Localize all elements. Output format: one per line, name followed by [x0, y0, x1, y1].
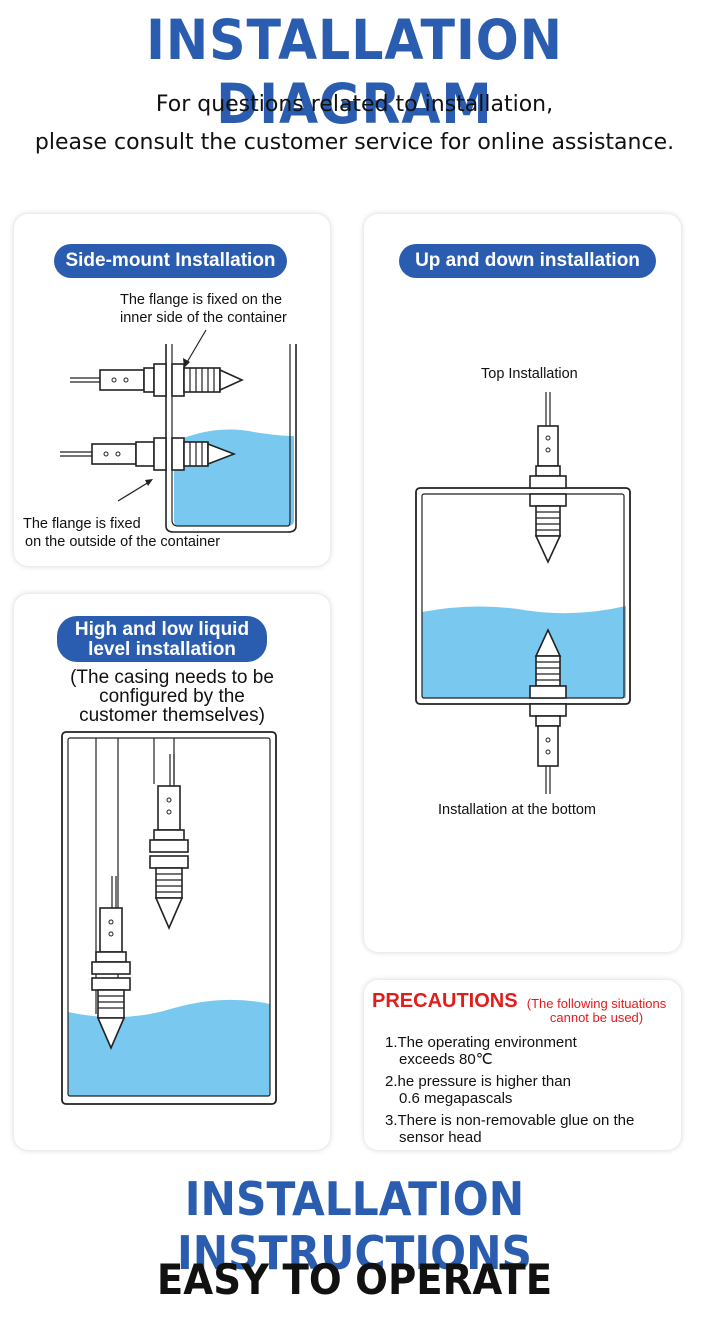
precaution-item: 1.The operating environment exceeds 80℃: [385, 1034, 577, 1068]
outer-flange-label-1: The flange is fixed: [23, 516, 141, 532]
subtitle-line-2: please consult the customer service for …: [34, 130, 675, 155]
inner-flange-label-1: The flange is fixed on the: [120, 292, 283, 308]
up-down-card: Up and down installation Top Installatio…: [364, 214, 681, 952]
high-low-note: (The casing needs to be configured by th…: [14, 668, 330, 725]
up-down-diagram: [415, 392, 631, 794]
precautions-note: (The following situations cannot be used…: [514, 997, 679, 1025]
easy-to-operate-heading: EASY TO OPERATE: [156, 1255, 553, 1304]
instructions-heading: INSTALLATION INSTRUCTIONS: [176, 1172, 533, 1280]
high-low-note-line-2: configured by the: [99, 686, 245, 707]
precaution-item: 3.There is non-removable glue on the sen…: [385, 1112, 634, 1146]
high-low-diagram: [61, 731, 277, 1105]
precaution-item-2-line-2: 0.6 megapascals: [399, 1090, 513, 1107]
top-installation-label: Top Installation: [481, 366, 578, 382]
high-low-note-line-3: customer themselves): [79, 705, 265, 726]
high-low-note-line-1: (The casing needs to be: [70, 667, 274, 688]
precaution-item-3-line-2: sensor head: [399, 1129, 482, 1146]
precautions-note-line-2: cannot be used): [549, 1010, 644, 1025]
precaution-item-1-line-1: 1.The operating environment: [385, 1034, 577, 1051]
subtitle-line-1: For questions related to installation,: [155, 92, 554, 117]
inner-flange-label-2: inner side of the container: [120, 310, 287, 326]
precautions-note-line-1: (The following situations: [526, 996, 667, 1011]
precautions-card: PRECAUTIONS (The following situations ca…: [364, 980, 681, 1150]
precaution-item: 2.he pressure is higher than 0.6 megapas…: [385, 1073, 571, 1107]
side-mount-diagram: [60, 329, 297, 533]
bottom-installation-label: Installation at the bottom: [438, 802, 596, 818]
side-mount-card: Side-mount Installation The flange is fi…: [14, 214, 330, 566]
high-low-badge-line-1: High and low liquid: [74, 619, 250, 640]
precautions-title: PRECAUTIONS: [372, 990, 518, 1012]
up-down-badge: Up and down installation: [399, 244, 656, 278]
precaution-item-2-line-1: 2.he pressure is higher than: [385, 1073, 571, 1090]
side-mount-badge: Side-mount Installation: [54, 244, 287, 278]
precaution-item-1-line-2: exceeds 80℃: [399, 1051, 493, 1068]
page-title: INSTALLATION DIAGRAM: [146, 8, 563, 136]
high-low-card: High and low liquid level installation (…: [14, 594, 330, 1150]
high-low-badge: High and low liquid level installation: [57, 616, 267, 662]
outer-flange-label-2: on the outside of the container: [25, 534, 221, 550]
precaution-item-3-line-1: 3.There is non-removable glue on the: [385, 1112, 635, 1129]
high-low-badge-line-2: level installation: [88, 639, 236, 660]
